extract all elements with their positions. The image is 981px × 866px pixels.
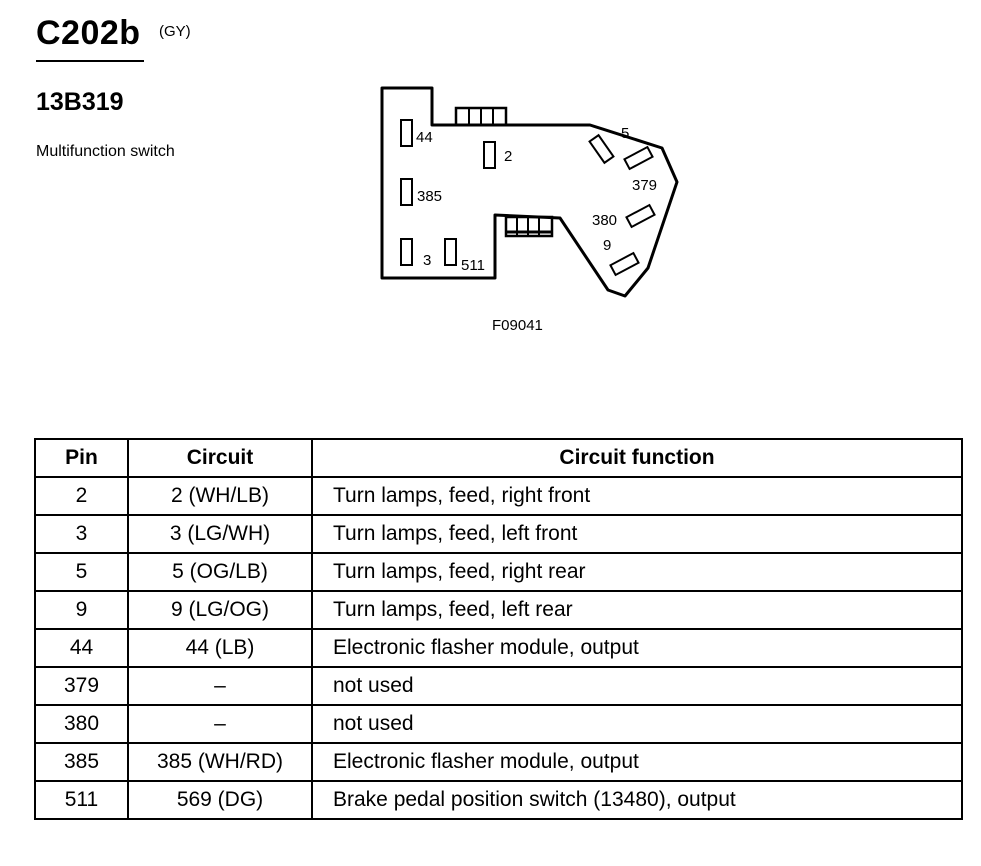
pin-cell: 511 bbox=[34, 780, 129, 820]
header-circuit: Circuit bbox=[127, 438, 313, 478]
pin-label: 44 bbox=[416, 129, 433, 146]
function-cell: Electronic flasher module, output bbox=[311, 628, 963, 668]
locking-tab-top bbox=[454, 106, 508, 127]
table-row: 385 385 (WH/RD) Electronic flasher modul… bbox=[34, 742, 963, 782]
connector-color-code: (GY) bbox=[159, 23, 191, 40]
table-row: 379 – not used bbox=[34, 666, 963, 706]
function-cell: Turn lamps, feed, right front bbox=[311, 476, 963, 516]
table-row: 5 5 (OG/LB) Turn lamps, feed, right rear bbox=[34, 552, 963, 592]
pin-379-slot bbox=[623, 145, 654, 171]
pin-cell: 380 bbox=[34, 704, 129, 744]
pin-label: 379 bbox=[632, 177, 657, 194]
circuit-cell: 569 (DG) bbox=[127, 780, 313, 820]
pin-cell: 3 bbox=[34, 514, 129, 554]
pin-385-slot bbox=[400, 178, 413, 206]
function-cell: not used bbox=[311, 704, 963, 744]
pin-label: 2 bbox=[504, 148, 512, 165]
figure-code: F09041 bbox=[492, 317, 543, 334]
circuit-cell: 385 (WH/RD) bbox=[127, 742, 313, 782]
pin-label: 5 bbox=[621, 125, 629, 142]
pin-380-slot bbox=[625, 203, 656, 229]
circuit-cell: 3 (LG/WH) bbox=[127, 514, 313, 554]
pin-label: 385 bbox=[417, 188, 442, 205]
connector-id: C202b bbox=[36, 14, 141, 52]
pin-cell: 2 bbox=[34, 476, 129, 516]
function-cell: Turn lamps, feed, left rear bbox=[311, 590, 963, 630]
table-row: 511 569 (DG) Brake pedal position switch… bbox=[34, 780, 963, 820]
pin-cell: 9 bbox=[34, 590, 129, 630]
locking-tab-middle bbox=[504, 215, 554, 238]
pin-cell: 385 bbox=[34, 742, 129, 782]
circuit-cell: 5 (OG/LB) bbox=[127, 552, 313, 592]
pin-label: 511 bbox=[461, 257, 485, 274]
part-number: 13B319 bbox=[36, 88, 124, 116]
pin-label: 9 bbox=[603, 237, 611, 254]
circuit-cell: 9 (LG/OG) bbox=[127, 590, 313, 630]
pin-9-slot bbox=[609, 251, 640, 277]
pin-3-slot bbox=[400, 238, 413, 266]
pin-cell: 379 bbox=[34, 666, 129, 706]
table-row: 380 – not used bbox=[34, 704, 963, 744]
pin-44-slot bbox=[400, 119, 413, 147]
circuit-cell: 44 (LB) bbox=[127, 628, 313, 668]
pin-2-slot bbox=[483, 141, 496, 169]
pin-circuit-table: Pin Circuit Circuit function 2 2 (WH/LB)… bbox=[34, 438, 963, 820]
circuit-cell: – bbox=[127, 666, 313, 706]
pin-label: 3 bbox=[423, 252, 431, 269]
connector-header: C202b (GY) bbox=[36, 14, 191, 62]
table-row: 9 9 (LG/OG) Turn lamps, feed, left rear bbox=[34, 590, 963, 630]
part-name: Multifunction switch bbox=[36, 143, 175, 160]
table-row: 3 3 (LG/WH) Turn lamps, feed, left front bbox=[34, 514, 963, 554]
circuit-cell: 2 (WH/LB) bbox=[127, 476, 313, 516]
header-circuit-function: Circuit function bbox=[311, 438, 963, 478]
pin-511-slot bbox=[444, 238, 457, 266]
function-cell: Brake pedal position switch (13480), out… bbox=[311, 780, 963, 820]
pin-cell: 44 bbox=[34, 628, 129, 668]
function-cell: not used bbox=[311, 666, 963, 706]
function-cell: Turn lamps, feed, right rear bbox=[311, 552, 963, 592]
function-cell: Electronic flasher module, output bbox=[311, 742, 963, 782]
title-underline bbox=[36, 60, 144, 62]
pin-label: 380 bbox=[592, 212, 617, 229]
table-row: 2 2 (WH/LB) Turn lamps, feed, right fron… bbox=[34, 476, 963, 516]
table-header-row: Pin Circuit Circuit function bbox=[34, 438, 963, 478]
pin-cell: 5 bbox=[34, 552, 129, 592]
table-row: 44 44 (LB) Electronic flasher module, ou… bbox=[34, 628, 963, 668]
circuit-cell: – bbox=[127, 704, 313, 744]
pin-5-slot bbox=[588, 133, 615, 165]
connector-face-diagram: 44 2 5 379 385 380 9 3 511 bbox=[370, 80, 690, 305]
header-pin: Pin bbox=[34, 438, 129, 478]
function-cell: Turn lamps, feed, left front bbox=[311, 514, 963, 554]
